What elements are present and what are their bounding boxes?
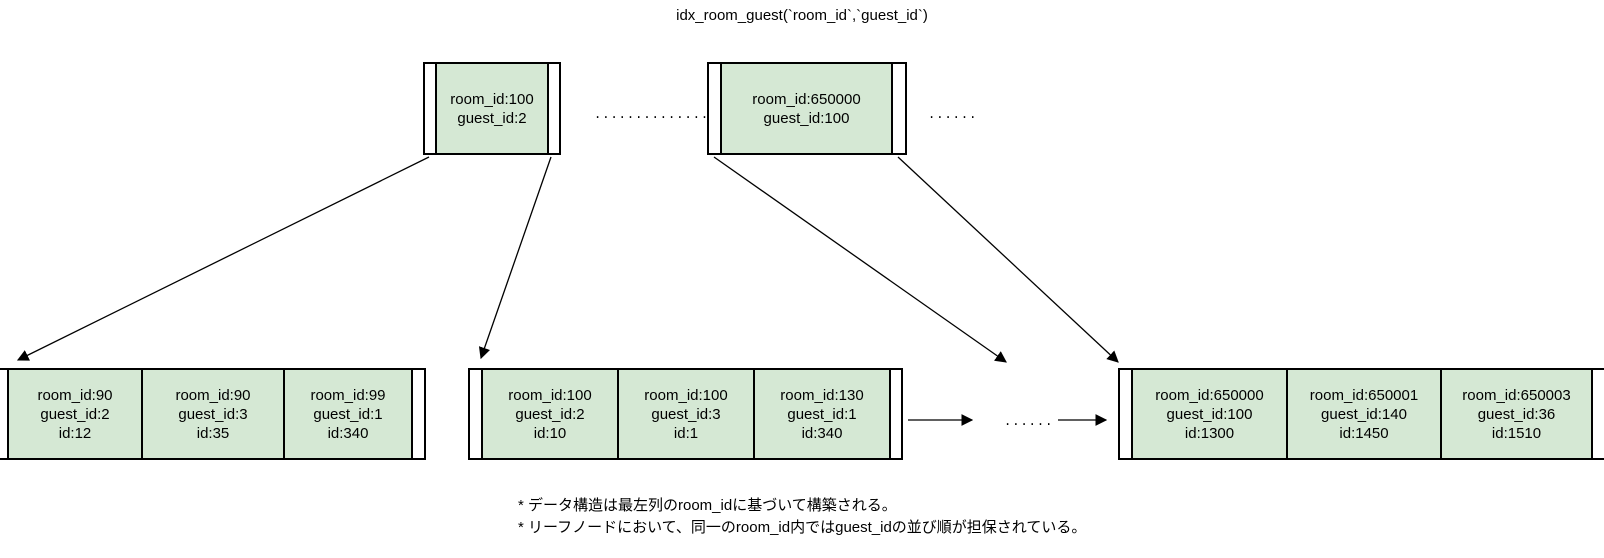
footnote-2: * リーフノードにおいて、同一のroom_id内ではguest_idの並び順が担…	[518, 519, 1087, 536]
leaf-node-1: room_id:90 guest_id:2 id:12 room_id:90 g…	[0, 368, 426, 460]
leaf-record: room_id:650001 guest_id:140 id:1450	[1286, 368, 1442, 460]
key-cell: room_id:100 guest_id:2	[435, 62, 549, 155]
record-room-id: room_id:650001	[1309, 386, 1419, 404]
pointer-cell	[889, 368, 903, 460]
footnotes: * データ構造は最左列のroom_idに基づいて構築される。 * リーフノードに…	[518, 495, 1086, 539]
record-room-id: room_id:130	[780, 386, 864, 404]
ellipsis-between-internal-nodes: ...............	[594, 107, 718, 121]
footnote-1: * データ構造は最左列のroom_idに基づいて構築される。	[518, 497, 897, 514]
leaf-node-2: room_id:100 guest_id:2 id:10 room_id:100…	[468, 368, 903, 460]
record-guest-id: guest_id:36	[1477, 405, 1556, 423]
diagram-title: idx_room_guest(`room_id`,`guest_id`)	[676, 7, 928, 24]
record-id: id:1510	[1491, 424, 1542, 442]
arrow-root1-left-to-leaf1	[16, 156, 430, 361]
record-room-id: room_id:650000	[1155, 386, 1264, 404]
record-guest-id: guest_id:3	[651, 405, 721, 423]
record-guest-id: guest_id:1	[787, 405, 857, 423]
key-room-id: room_id:650000	[752, 90, 861, 108]
ellipsis-between-leaf-nodes: ......	[1004, 414, 1054, 428]
record-guest-id: guest_id:2	[40, 405, 110, 423]
internal-node-1: room_id:100 guest_id:2	[423, 62, 561, 155]
record-room-id: room_id:90	[37, 386, 113, 404]
record-guest-id: guest_id:2	[515, 405, 585, 423]
record-guest-id: guest_id:100	[1166, 405, 1253, 423]
leaf-record: room_id:99 guest_id:1 id:340	[283, 368, 413, 460]
record-guest-id: guest_id:3	[178, 405, 248, 423]
pointer-cell	[411, 368, 426, 460]
arrow-root2-left-to-omitted-leaves	[713, 156, 1007, 363]
record-id: id:35	[196, 424, 230, 442]
record-id: id:12	[58, 424, 92, 442]
record-room-id: room_id:100	[508, 386, 592, 404]
pointer-cell	[547, 62, 561, 155]
key-guest-id: guest_id:100	[763, 109, 850, 127]
leaf-record: room_id:100 guest_id:3 id:1	[617, 368, 755, 460]
pointer-cell	[1591, 368, 1604, 460]
record-id: id:1	[673, 424, 699, 442]
internal-node-2: room_id:650000 guest_id:100	[707, 62, 907, 155]
leaf-record: room_id:90 guest_id:3 id:35	[141, 368, 285, 460]
leaf-node-3: room_id:650000 guest_id:100 id:1300 room…	[1118, 368, 1604, 460]
record-id: id:340	[801, 424, 843, 442]
record-room-id: room_id:90	[175, 386, 251, 404]
pointer-cell	[891, 62, 907, 155]
record-id: id:1300	[1184, 424, 1235, 442]
leaf-record: room_id:90 guest_id:2 id:12	[7, 368, 143, 460]
leaf-record: room_id:100 guest_id:2 id:10	[481, 368, 619, 460]
record-room-id: room_id:100	[644, 386, 728, 404]
key-guest-id: guest_id:2	[457, 109, 527, 127]
arrow-root1-right-to-leaf2	[478, 156, 552, 360]
key-cell: room_id:650000 guest_id:100	[720, 62, 893, 155]
key-room-id: room_id:100	[450, 90, 534, 108]
record-id: id:1450	[1339, 424, 1389, 442]
record-room-id: room_id:99	[310, 386, 386, 404]
leaf-record: room_id:650003 guest_id:36 id:1510	[1440, 368, 1593, 460]
arrow-root2-right-to-leaf3	[897, 156, 1119, 363]
record-room-id: room_id:650003	[1462, 386, 1571, 404]
record-guest-id: guest_id:140	[1321, 405, 1407, 423]
leaf-record: room_id:650000 guest_id:100 id:1300	[1131, 368, 1288, 460]
ellipsis-after-internal-node-2: ......	[928, 107, 978, 121]
record-id: id:10	[533, 424, 567, 442]
record-id: id:340	[327, 424, 369, 442]
record-guest-id: guest_id:1	[313, 405, 383, 423]
leaf-record: room_id:130 guest_id:1 id:340	[753, 368, 891, 460]
